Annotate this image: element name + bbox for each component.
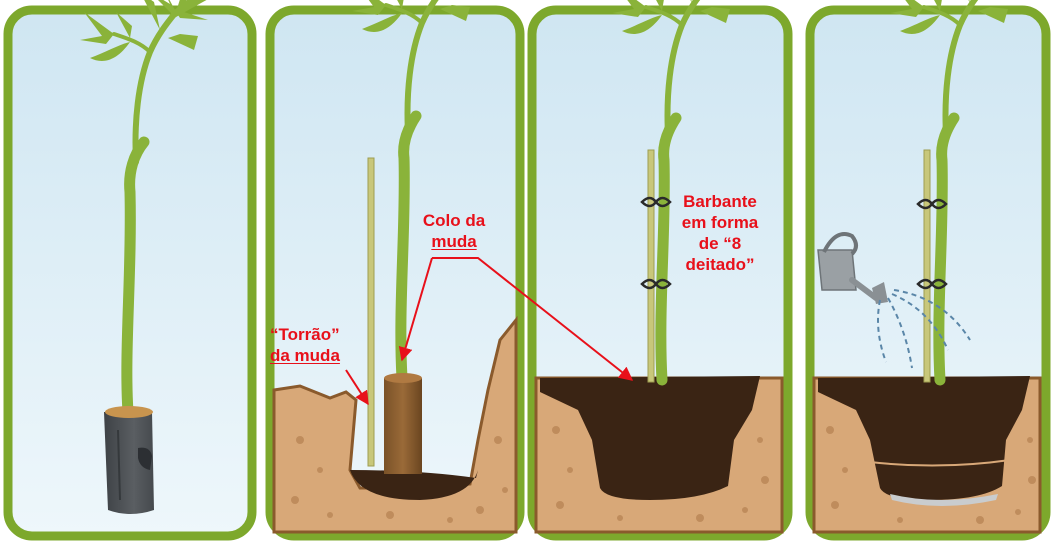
seedling-plant — [352, 0, 492, 384]
twine-tie — [640, 278, 672, 290]
barbante-label-line2: em forma — [681, 213, 759, 232]
support-stake — [647, 149, 655, 383]
barbante-label-line1: Barbante — [683, 192, 757, 211]
filled-hole-soil — [818, 376, 1030, 500]
seedling-plant — [890, 0, 1030, 386]
torrao-label-line2: da muda — [270, 346, 340, 365]
panel-1 — [3, 0, 257, 541]
colo-label-line2: muda — [431, 232, 477, 251]
support-stake — [367, 157, 375, 467]
twine-tie — [916, 278, 948, 290]
panel-2 — [265, 0, 525, 541]
annotation-arrows — [345, 257, 634, 406]
colo-label-line1: Colo da — [422, 211, 486, 230]
panel-3 — [527, 0, 793, 541]
seedling-plant — [80, 0, 220, 418]
torrao-label: “Torrão” da muda — [270, 324, 340, 366]
support-stake — [923, 149, 931, 383]
panel-4 — [805, 0, 1051, 541]
water-pool — [890, 494, 998, 506]
root-ball — [384, 373, 422, 474]
watering-can-icon — [817, 232, 888, 304]
colo-label: Colo da muda — [410, 210, 498, 252]
hole-bottom-soil — [350, 470, 478, 500]
twine-tie — [916, 198, 948, 210]
water-drops — [877, 289, 971, 369]
colo-arrow-2 — [432, 257, 634, 381]
barbante-label-line4: deitado” — [685, 255, 755, 274]
torrao-label-line1: “Torrão” — [270, 325, 340, 344]
barbante-label-line3: de “8 — [698, 234, 742, 253]
plant-pot — [104, 406, 154, 514]
colo-arrow-1 — [398, 257, 433, 362]
filled-hole-soil — [540, 376, 760, 500]
torrao-arrow — [345, 369, 369, 406]
seedling-plant — [612, 0, 752, 386]
barbante-label: Barbante em forma de “8 deitado” — [662, 191, 778, 275]
twine-tie — [640, 196, 672, 208]
